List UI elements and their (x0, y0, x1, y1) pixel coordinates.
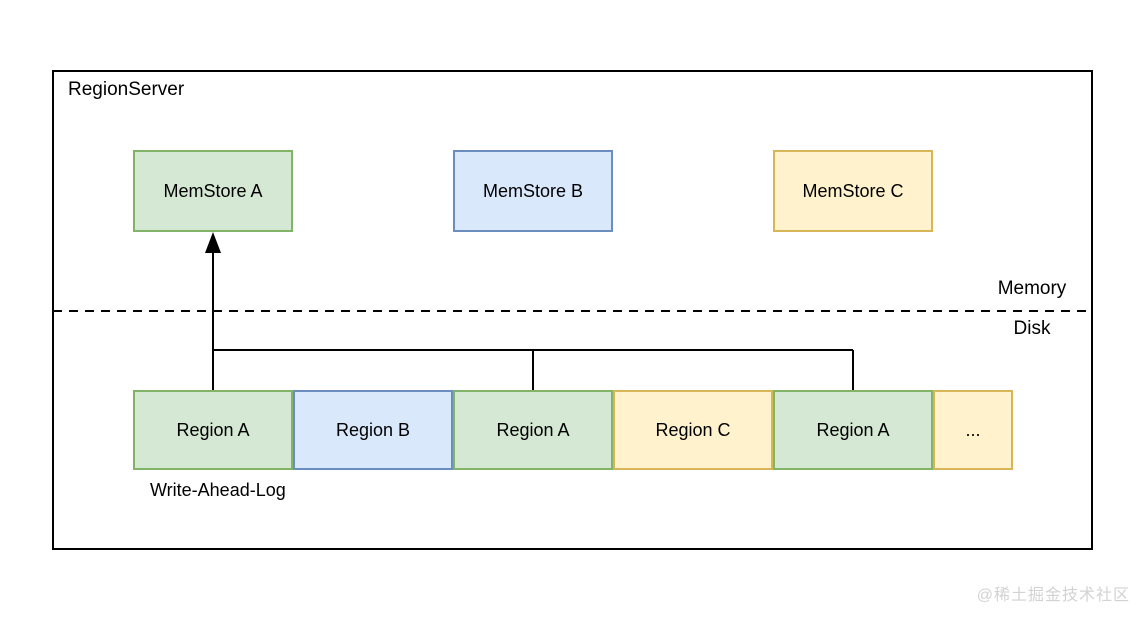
wal-segment-label: Region A (496, 419, 570, 440)
wal-segment-region-a-1: Region A (133, 390, 293, 470)
wal-segment-label: Region A (176, 419, 250, 440)
wal-segment-region-a-3: Region A (773, 390, 933, 470)
memstore-a-box: MemStore A (133, 150, 293, 232)
wal-title: Write-Ahead-Log (150, 480, 286, 500)
wal-segment-label: Region A (816, 419, 890, 440)
disk-zone-label: Disk (1013, 318, 1051, 339)
memstore-b-label: MemStore B (482, 180, 584, 201)
wal-segment-label: Region B (335, 419, 411, 440)
memstore-c-box: MemStore C (773, 150, 933, 232)
wal-segment-region-b: Region B (293, 390, 453, 470)
memstore-a-label: MemStore A (163, 180, 263, 201)
wal-segment-label: Region C (655, 419, 731, 440)
memstore-b-box: MemStore B (453, 150, 613, 232)
watermark-text: @稀土掘金技术社区 (976, 587, 1130, 604)
wal-segment-label: ... (965, 419, 981, 440)
regionserver-box (52, 70, 1093, 550)
memstore-c-label: MemStore C (802, 180, 904, 201)
wal-segment-region-c: Region C (613, 390, 773, 470)
wal-row: Region A Region B Region A Region C Regi… (133, 390, 1013, 470)
wal-segment-ellipsis: ... (933, 390, 1013, 470)
wal-segment-region-a-2: Region A (453, 390, 613, 470)
memory-zone-label: Memory (997, 278, 1067, 299)
regionserver-title: RegionServer (68, 79, 185, 100)
